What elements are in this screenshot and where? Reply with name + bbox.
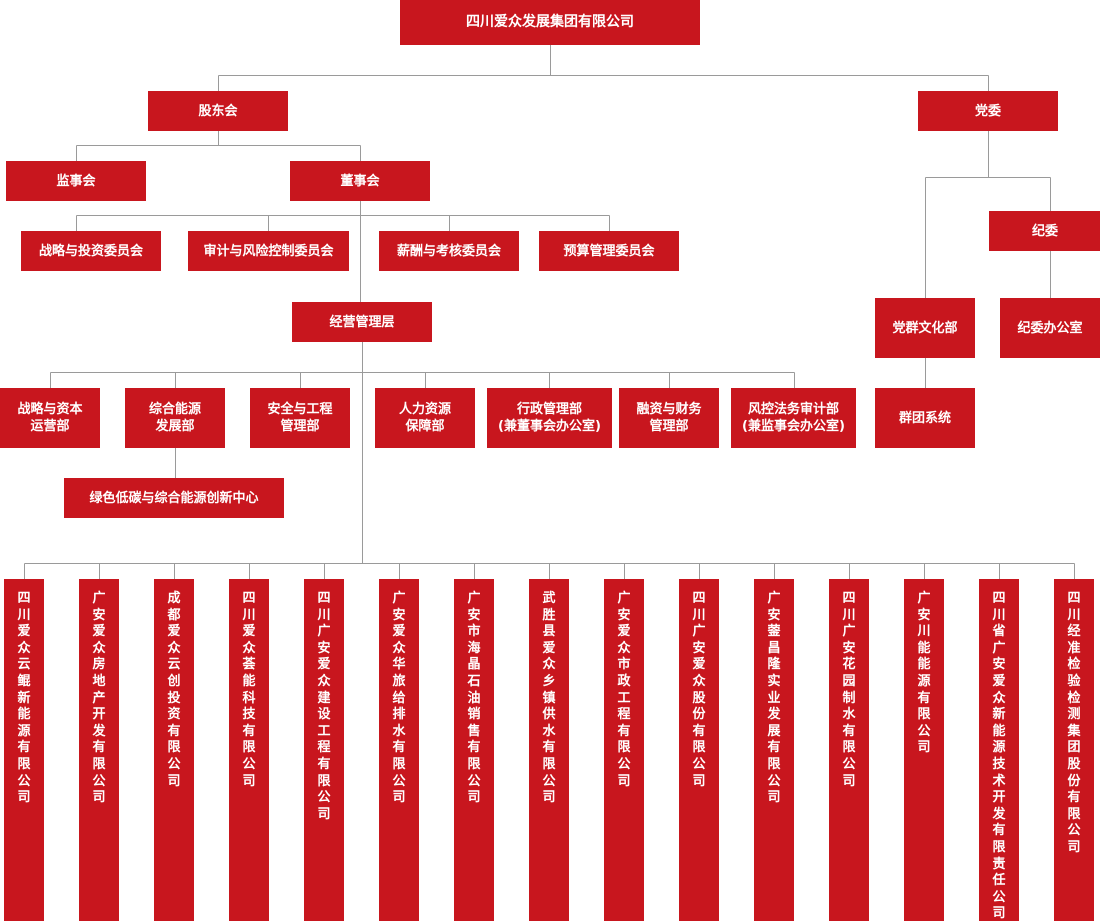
discipline-committee-node: 纪委 bbox=[989, 211, 1100, 251]
board-of-directors-node: 董事会 bbox=[290, 161, 430, 201]
subsidiary-node: 四川广安爱众股份有限公司 bbox=[679, 579, 719, 921]
subsidiary-node: 广安市海晶石油销售有限公司 bbox=[454, 579, 494, 921]
budget-committee-node: 预算管理委员会 bbox=[539, 231, 679, 271]
audit-risk-committee-node: 审计与风险控制委员会 bbox=[188, 231, 349, 271]
subsidiary-node: 四川广安爱众建设工程有限公司 bbox=[304, 579, 344, 921]
low-carbon-innovation-center-node: 绿色低碳与综合能源创新中心 bbox=[64, 478, 284, 518]
board-of-supervisors-node: 监事会 bbox=[6, 161, 146, 201]
shareholders-meeting-node: 股东会 bbox=[148, 91, 288, 131]
finance-dept-node: 融资与财务 管理部 bbox=[619, 388, 719, 448]
compensation-committee-node: 薪酬与考核委员会 bbox=[379, 231, 519, 271]
subsidiary-node: 四川广安花园制水有限公司 bbox=[829, 579, 869, 921]
subsidiary-node: 武胜县爱众乡镇供水有限公司 bbox=[529, 579, 569, 921]
subsidiary-node: 广安爱众市政工程有限公司 bbox=[604, 579, 644, 921]
subsidiary-node: 广安爱众华旅给排水有限公司 bbox=[379, 579, 419, 921]
mass-organizations-node: 群团系统 bbox=[875, 388, 975, 448]
risk-legal-audit-dept-node: 风控法务审计部 (兼监事会办公室) bbox=[731, 388, 856, 448]
strategy-investment-committee-node: 战略与投资委员会 bbox=[21, 231, 161, 271]
subsidiary-node: 广安蓥昌隆实业发展有限公司 bbox=[754, 579, 794, 921]
subsidiary-node: 四川经准检验检测集团股份有限公司 bbox=[1054, 579, 1094, 921]
management-node: 经营管理层 bbox=[292, 302, 432, 342]
integrated-energy-dept-node: 综合能源 发展部 bbox=[125, 388, 225, 448]
subsidiary-node: 广安爱众房地产开发有限公司 bbox=[79, 579, 119, 921]
subsidiary-node: 四川爱众云鲲新能源有限公司 bbox=[4, 579, 44, 921]
discipline-office-node: 纪委办公室 bbox=[1000, 298, 1100, 358]
subsidiary-node: 成都爱众云创投资有限公司 bbox=[154, 579, 194, 921]
party-committee-node: 党委 bbox=[918, 91, 1058, 131]
safety-engineering-dept-node: 安全与工程 管理部 bbox=[250, 388, 350, 448]
administration-dept-node: 行政管理部 (兼董事会办公室) bbox=[487, 388, 612, 448]
human-resources-dept-node: 人力资源 保障部 bbox=[375, 388, 475, 448]
group-company-node: 四川爱众发展集团有限公司 bbox=[400, 0, 700, 45]
subsidiary-node: 广安川能能源有限公司 bbox=[904, 579, 944, 921]
subsidiary-node: 四川省广安爱众新能源技术开发有限责任公司 bbox=[979, 579, 1019, 921]
strategy-capital-dept-node: 战略与资本 运营部 bbox=[0, 388, 100, 448]
subsidiary-node: 四川爱众荟能科技有限公司 bbox=[229, 579, 269, 921]
party-culture-dept-node: 党群文化部 bbox=[875, 298, 975, 358]
